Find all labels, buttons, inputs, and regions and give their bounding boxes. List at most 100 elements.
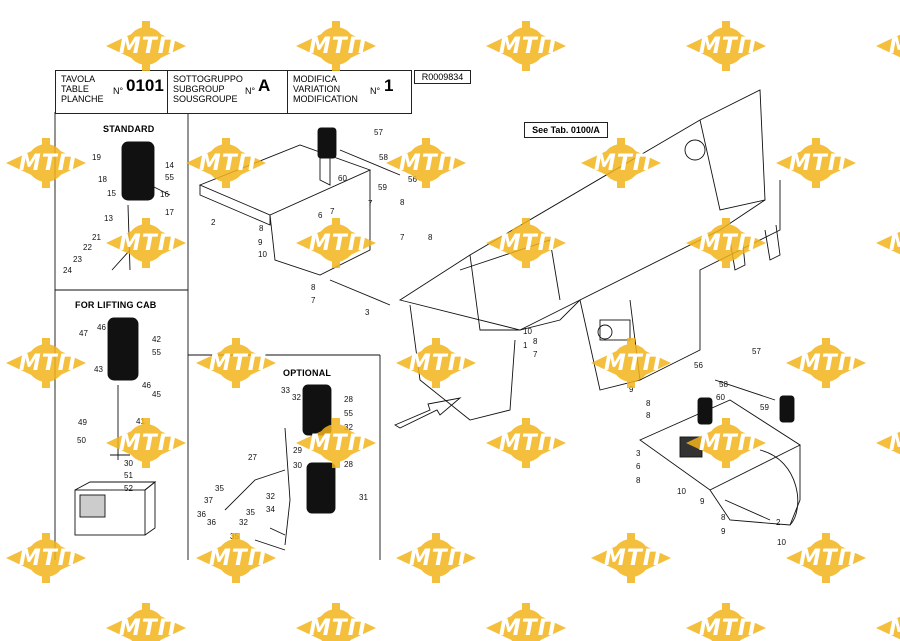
mtp-logo-watermark: МТП	[390, 530, 482, 586]
callout-number: 28	[344, 460, 353, 469]
watermark-text: МТП	[308, 431, 368, 456]
mtp-logo-watermark: МТП	[290, 415, 382, 471]
watermark-text: МТП	[308, 34, 368, 59]
mtp-logo-watermark: МТП	[480, 215, 572, 271]
callout-number: 3	[636, 449, 641, 458]
mtp-logo-watermark: МТП	[780, 335, 872, 391]
chassis-frame	[398, 89, 781, 421]
callout-number: 56	[408, 175, 417, 184]
callout-number: 33	[281, 386, 290, 395]
watermark-text: МТП	[118, 431, 178, 456]
watermark-text: МТП	[888, 34, 900, 59]
gear-logo-icon	[876, 616, 900, 640]
callout-number: 55	[165, 173, 174, 182]
mtp-logo-watermark: МТП	[480, 600, 572, 641]
watermark-text: МТП	[18, 151, 78, 176]
callout-number: 7	[533, 350, 538, 359]
callout-number: 27	[248, 453, 257, 462]
optional-mirror-assembly	[224, 384, 336, 551]
mtp-logo-watermark: МТП	[390, 335, 482, 391]
callouts-optional: 33322855322729302835323731363532343536	[197, 386, 368, 541]
callout-number: 10	[677, 487, 686, 496]
table-number: 0101	[126, 76, 164, 95]
mtp-logo-watermark: МТП	[870, 215, 900, 271]
callout-number: 2	[776, 518, 781, 527]
callout-number: 8	[646, 411, 651, 420]
gear-logo-icon	[106, 603, 186, 641]
gear-logo-icon	[196, 533, 276, 583]
callout-number: 14	[165, 161, 174, 170]
mtp-logo-watermark: МТП	[585, 530, 677, 586]
gear-logo-icon	[686, 21, 766, 71]
watermark-text: МТП	[308, 616, 368, 641]
gear-logo-icon	[876, 34, 900, 58]
subgroup-no-label: N°	[245, 86, 256, 96]
callout-number: 8	[533, 337, 538, 346]
callout-number: 47	[79, 329, 88, 338]
modification-no-label: N°	[370, 86, 381, 96]
callout-number: 59	[378, 183, 387, 192]
gear-logo-icon	[686, 603, 766, 641]
callout-number: 6	[318, 211, 323, 220]
watermark-text: МТП	[798, 351, 858, 376]
drawing-code: R0009834	[414, 70, 471, 84]
gear-logo-icon	[6, 138, 86, 188]
callout-number: 1	[523, 341, 528, 350]
section-title-lifting-cab: FOR LIFTING CAB	[75, 300, 157, 310]
mtp-logo-watermark: МТП	[780, 530, 872, 586]
right-bracket-assembly	[639, 379, 801, 526]
callout-number: 55	[344, 409, 353, 418]
callout-number: 21	[92, 233, 101, 242]
callout-number: 3	[365, 308, 370, 317]
callout-number: 22	[83, 243, 92, 252]
direction-arrow	[394, 397, 462, 429]
section-title-standard: STANDARD	[103, 124, 155, 134]
callout-number: 60	[338, 174, 347, 183]
table-cell: TAVOLA TABLE PLANCHE N° 0101	[56, 71, 168, 113]
callout-number: 10	[523, 327, 532, 336]
watermark-text: МТП	[118, 34, 178, 59]
gear-logo-icon	[386, 138, 466, 188]
watermark-text: МТП	[888, 231, 900, 256]
callout-number: 28	[344, 395, 353, 404]
left-bracket-assembly	[198, 127, 401, 306]
table-label-fr: PLANCHE	[61, 94, 104, 104]
callout-number: 51	[124, 471, 133, 480]
watermark-text: МТП	[788, 151, 848, 176]
callout-number: 7	[330, 207, 335, 216]
callout-number: 13	[104, 214, 113, 223]
mtp-logo-watermark: МТП	[100, 18, 192, 74]
modification-cell: MODIFICA VARIATION MODIFICATION N° 1	[288, 71, 411, 113]
gear-logo-icon	[106, 418, 186, 468]
mtp-logo-watermark: МТП	[585, 335, 677, 391]
watermark-text: МТП	[208, 546, 268, 571]
gear-logo-icon	[876, 231, 900, 255]
mtp-logo-watermark: МТП	[480, 18, 572, 74]
callout-number: 58	[719, 380, 728, 389]
mtp-logo-watermark: МТП	[680, 18, 772, 74]
watermark-text: МТП	[18, 546, 78, 571]
callout-number: 8	[311, 283, 316, 292]
table-no-label: N°	[113, 86, 124, 96]
lifting-cab-mirror	[74, 317, 157, 536]
subgroup-label-en: SUBGROUP	[173, 84, 225, 94]
callout-number: 36	[207, 518, 216, 527]
callout-number: 9	[721, 527, 726, 536]
callout-number: 32	[266, 492, 275, 501]
callout-number: 45	[152, 390, 161, 399]
gear-logo-icon	[686, 218, 766, 268]
callout-number: 41	[136, 417, 145, 426]
callout-number: 60	[716, 393, 725, 402]
mtp-logo-watermark: МТП	[480, 415, 572, 471]
watermark-text: МТП	[798, 546, 858, 571]
watermark-text: МТП	[498, 231, 558, 256]
watermark-text: МТП	[118, 231, 178, 256]
watermark-text: МТП	[408, 351, 468, 376]
gear-logo-icon	[486, 218, 566, 268]
callout-number: 8	[636, 476, 641, 485]
table-label-en: TABLE	[61, 84, 89, 94]
callout-number: 58	[379, 153, 388, 162]
see-reference-label: See Tab. 0100/A	[524, 122, 608, 138]
